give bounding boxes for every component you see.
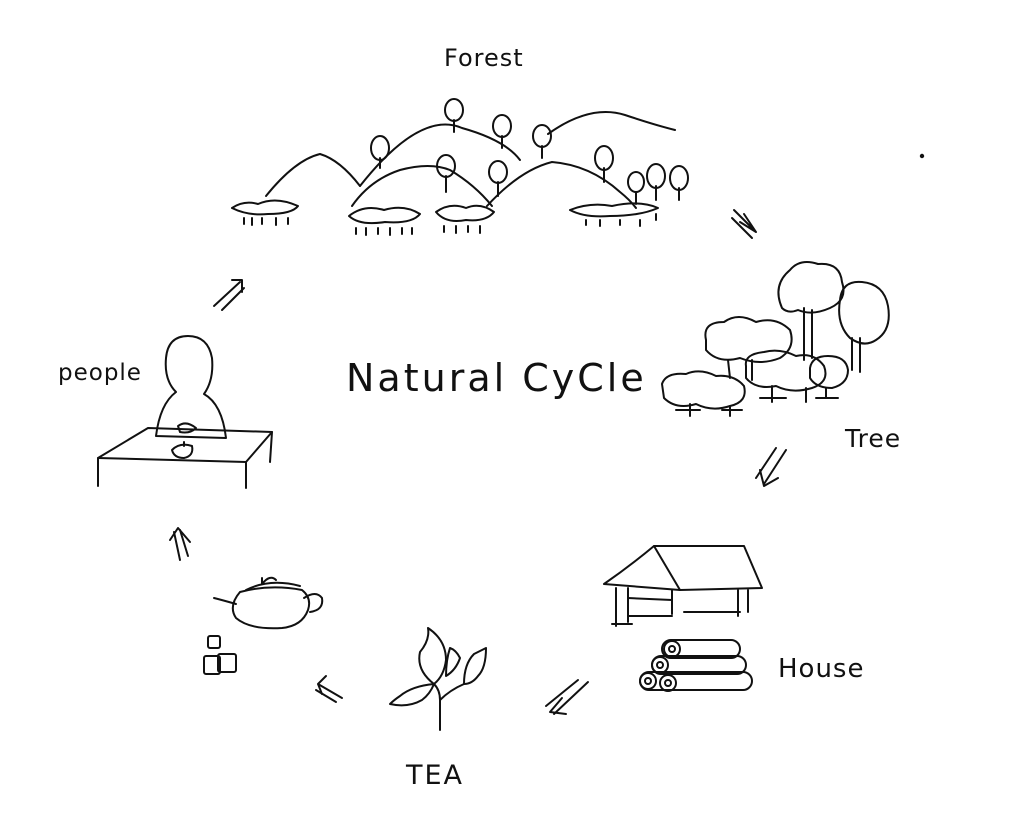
arrow-people-to-forest-icon: [214, 280, 244, 310]
stray-dot: [921, 155, 923, 157]
cycle-arrows: [170, 210, 786, 714]
people-label: people: [58, 360, 142, 386]
tree-label: Tree: [845, 424, 902, 453]
arrow-forest-to-tree-icon: [732, 210, 756, 238]
teapot-and-cups-icon: [204, 578, 322, 674]
tea-label: TEA: [406, 760, 465, 791]
arrow-tea-to-teapot-icon: [316, 676, 342, 702]
forest-label: Forest: [444, 44, 524, 72]
arrow-teapot-to-people-icon: [170, 528, 190, 560]
house-label: House: [778, 654, 865, 684]
house-and-logs-icon: [604, 546, 762, 691]
arrow-tree-to-house-icon: [756, 448, 786, 486]
arrow-house-to-tea-icon: [546, 680, 588, 714]
tea-sprout-icon: [390, 628, 486, 730]
center-title: Natural CyCle: [346, 356, 647, 400]
forest-hills-icon: [232, 99, 688, 235]
trees-icon: [662, 262, 889, 416]
person-at-table-icon: [98, 336, 272, 488]
